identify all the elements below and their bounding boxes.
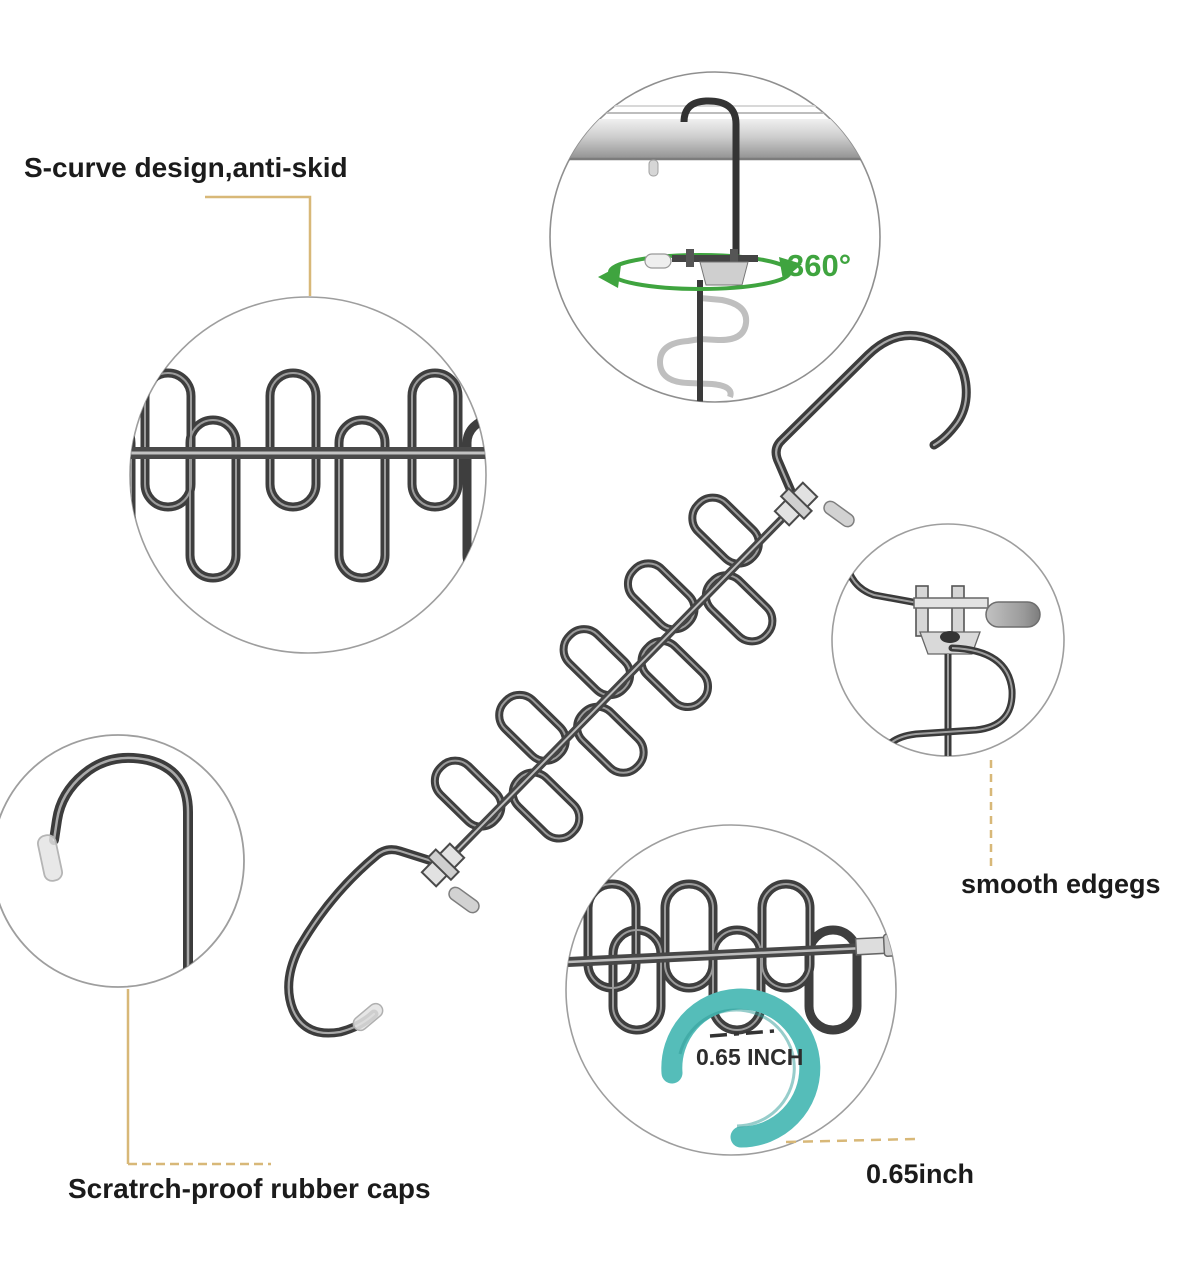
label-065-inch-callout: 0.65 INCH xyxy=(696,1044,804,1070)
label-s-curve-design: S-curve design,anti-skid xyxy=(24,152,348,183)
rotation-arrowhead-right-icon xyxy=(779,257,802,280)
rotation-arc-front xyxy=(608,271,792,291)
main-hanger-photo xyxy=(284,330,971,1038)
callout-smooth-edges xyxy=(831,523,1065,757)
label-065-inch: 0.65inch xyxy=(866,1159,975,1189)
lower-swivel-pin xyxy=(448,886,480,914)
lower-rubber-cap xyxy=(352,1002,384,1032)
lower-swivel-joint xyxy=(420,842,466,888)
callout-s-curve xyxy=(129,296,487,654)
callout-hook-opening xyxy=(565,824,897,1156)
teal-hook xyxy=(661,988,821,1148)
leader-lines xyxy=(126,195,993,1166)
label-360-degrees: 360° xyxy=(787,248,852,283)
callout-rubber-cap xyxy=(0,734,245,988)
leader-s-curve xyxy=(205,195,312,296)
closet-rail xyxy=(550,119,880,160)
label-smooth-edges: smooth edgegs xyxy=(961,869,1161,899)
hook-over-rail xyxy=(680,97,740,262)
label-rubber-caps: Scratrch-proof rubber caps xyxy=(68,1173,431,1204)
lower-hook xyxy=(284,845,446,1038)
upper-swivel-pin xyxy=(823,500,855,528)
rotation-arrowhead-left-icon xyxy=(598,265,621,288)
rubber-cap xyxy=(37,834,63,882)
leader-hook-opening xyxy=(785,1137,917,1144)
upper-swivel-joint xyxy=(773,481,819,527)
callout-rotation xyxy=(549,71,881,403)
smooth-edge-pin xyxy=(985,601,1041,628)
